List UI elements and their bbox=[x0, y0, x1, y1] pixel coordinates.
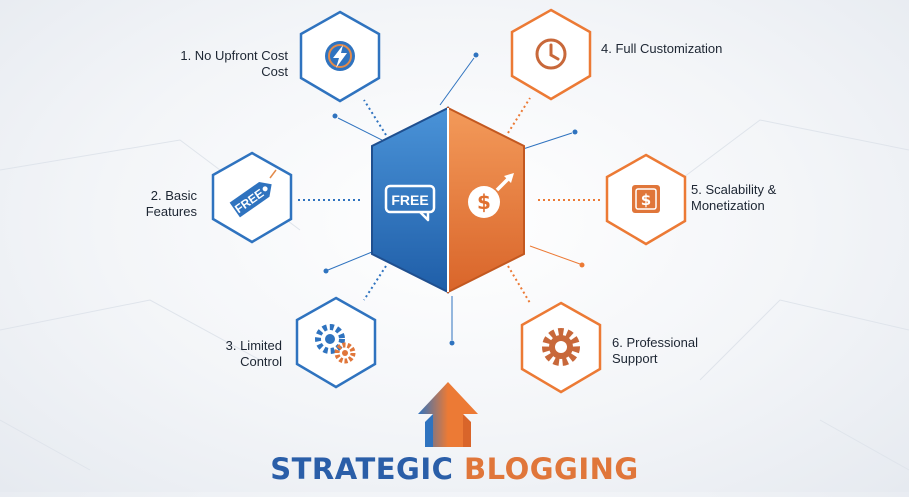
gears-icon bbox=[315, 324, 356, 364]
label-item-6: 6. Professional Support bbox=[612, 335, 698, 366]
connectors bbox=[298, 97, 600, 304]
connector-1 bbox=[363, 99, 387, 136]
node-5-hexagon: $ bbox=[605, 153, 687, 246]
label-item-4: 4. Full Customization bbox=[601, 41, 723, 56]
connector-6 bbox=[507, 265, 531, 304]
title-part-1: STRATEGIC bbox=[270, 452, 465, 486]
svg-text:$: $ bbox=[477, 190, 491, 214]
clock-icon bbox=[535, 38, 567, 70]
node-6-hexagon bbox=[520, 301, 602, 394]
title-part-2: BLOGGING bbox=[464, 452, 639, 486]
node-3-hexagon bbox=[295, 296, 377, 389]
dollar-frame-icon: $ bbox=[632, 185, 660, 213]
up-arrow-icon bbox=[418, 382, 478, 447]
page-title: STRATEGIC BLOGGING bbox=[0, 452, 909, 486]
connector-4 bbox=[507, 97, 531, 134]
connector-3 bbox=[363, 265, 387, 301]
label-item-5: 5. Scalability & Monetization bbox=[691, 182, 777, 213]
label-item-1: 1. No Upfront Cost Cost bbox=[180, 48, 288, 79]
center-hexagon: FREE $ bbox=[371, 106, 525, 294]
node-1-hexagon bbox=[299, 10, 381, 103]
lightning-icon bbox=[325, 41, 355, 71]
label-item-2: 2. Basic Features bbox=[145, 188, 197, 219]
label-item-3: 3. Limited Control bbox=[225, 338, 282, 369]
node-4-hexagon bbox=[510, 8, 592, 101]
svg-text:$: $ bbox=[641, 191, 651, 209]
free-speech-badge-icon: FREE bbox=[384, 184, 436, 222]
free-badge-text: FREE bbox=[391, 192, 428, 208]
dollar-growth-icon: $ bbox=[468, 173, 514, 218]
gear-icon bbox=[542, 328, 580, 366]
rays bbox=[323, 52, 585, 346]
node-2-hexagon: FREE bbox=[211, 151, 293, 244]
